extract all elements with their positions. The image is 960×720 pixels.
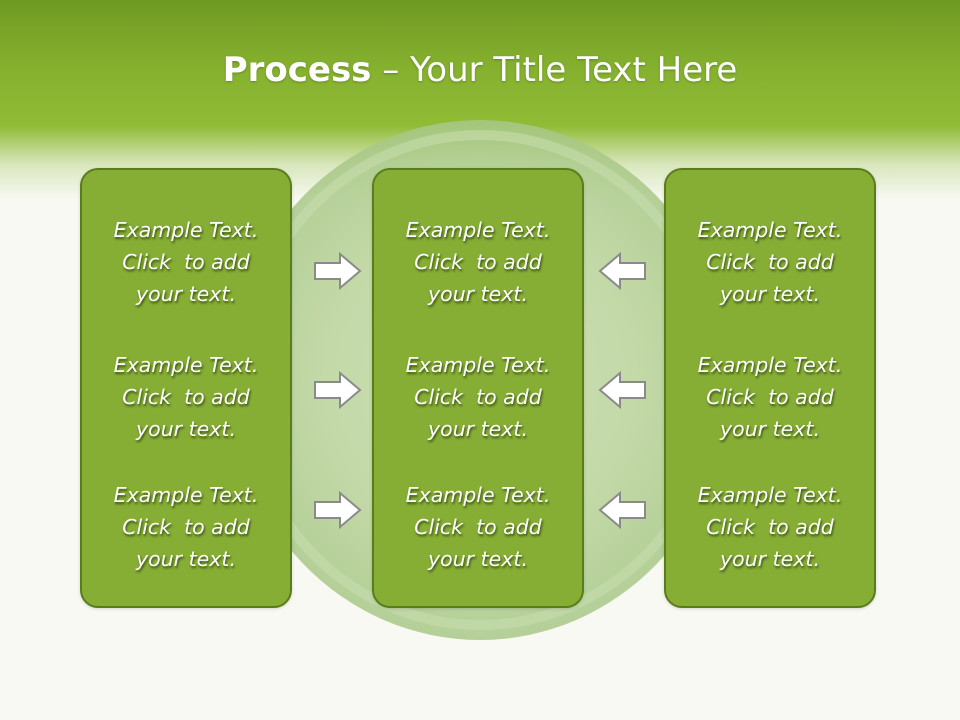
text-line: Click to add bbox=[414, 250, 542, 274]
text-line: Example Text. bbox=[405, 353, 551, 377]
right-arrow-icon bbox=[314, 490, 362, 530]
left-arrow-icon bbox=[598, 490, 646, 530]
text-line: your text. bbox=[720, 547, 820, 571]
text-line: Example Text. bbox=[697, 483, 843, 507]
text-line: Click to add bbox=[706, 250, 834, 274]
text-line: your text. bbox=[428, 282, 528, 306]
title-rest: – Your Title Text Here bbox=[371, 50, 738, 90]
text-line: Click to add bbox=[122, 515, 250, 539]
text-line: Example Text. bbox=[697, 353, 843, 377]
text-line: Click to add bbox=[414, 385, 542, 409]
text-line: Example Text. bbox=[113, 218, 259, 242]
center-text-block-1[interactable]: Example Text. Click to add your text. bbox=[374, 214, 582, 310]
left-text-block-2[interactable]: Example Text. Click to add your text. bbox=[82, 349, 290, 445]
right-text-block-1[interactable]: Example Text. Click to add your text. bbox=[666, 214, 874, 310]
text-line: your text. bbox=[136, 282, 236, 306]
center-process-box[interactable]: Example Text. Click to add your text. Ex… bbox=[372, 168, 584, 608]
text-line: your text. bbox=[428, 547, 528, 571]
text-line: Example Text. bbox=[405, 218, 551, 242]
left-text-block-1[interactable]: Example Text. Click to add your text. bbox=[82, 214, 290, 310]
text-line: your text. bbox=[428, 417, 528, 441]
left-text-block-3[interactable]: Example Text. Click to add your text. bbox=[82, 479, 290, 575]
title-bold: Process bbox=[222, 50, 372, 90]
right-arrow-icon bbox=[314, 251, 362, 291]
center-text-block-2[interactable]: Example Text. Click to add your text. bbox=[374, 349, 582, 445]
left-arrow-icon bbox=[598, 370, 646, 410]
text-line: Click to add bbox=[122, 385, 250, 409]
text-line: Example Text. bbox=[113, 353, 259, 377]
text-line: Example Text. bbox=[697, 218, 843, 242]
text-line: your text. bbox=[720, 282, 820, 306]
center-text-block-3[interactable]: Example Text. Click to add your text. bbox=[374, 479, 582, 575]
text-line: Example Text. bbox=[405, 483, 551, 507]
text-line: your text. bbox=[136, 547, 236, 571]
left-arrow-icon bbox=[598, 251, 646, 291]
right-text-block-3[interactable]: Example Text. Click to add your text. bbox=[666, 479, 874, 575]
slide-title[interactable]: Process – Your Title Text Here bbox=[0, 50, 960, 90]
right-arrow-icon bbox=[314, 370, 362, 410]
left-process-box[interactable]: Example Text. Click to add your text. Ex… bbox=[80, 168, 292, 608]
text-line: Example Text. bbox=[113, 483, 259, 507]
text-line: your text. bbox=[720, 417, 820, 441]
text-line: Click to add bbox=[122, 250, 250, 274]
text-line: Click to add bbox=[706, 385, 834, 409]
text-line: Click to add bbox=[706, 515, 834, 539]
text-line: your text. bbox=[136, 417, 236, 441]
right-process-box[interactable]: Example Text. Click to add your text. Ex… bbox=[664, 168, 876, 608]
right-text-block-2[interactable]: Example Text. Click to add your text. bbox=[666, 349, 874, 445]
text-line: Click to add bbox=[414, 515, 542, 539]
